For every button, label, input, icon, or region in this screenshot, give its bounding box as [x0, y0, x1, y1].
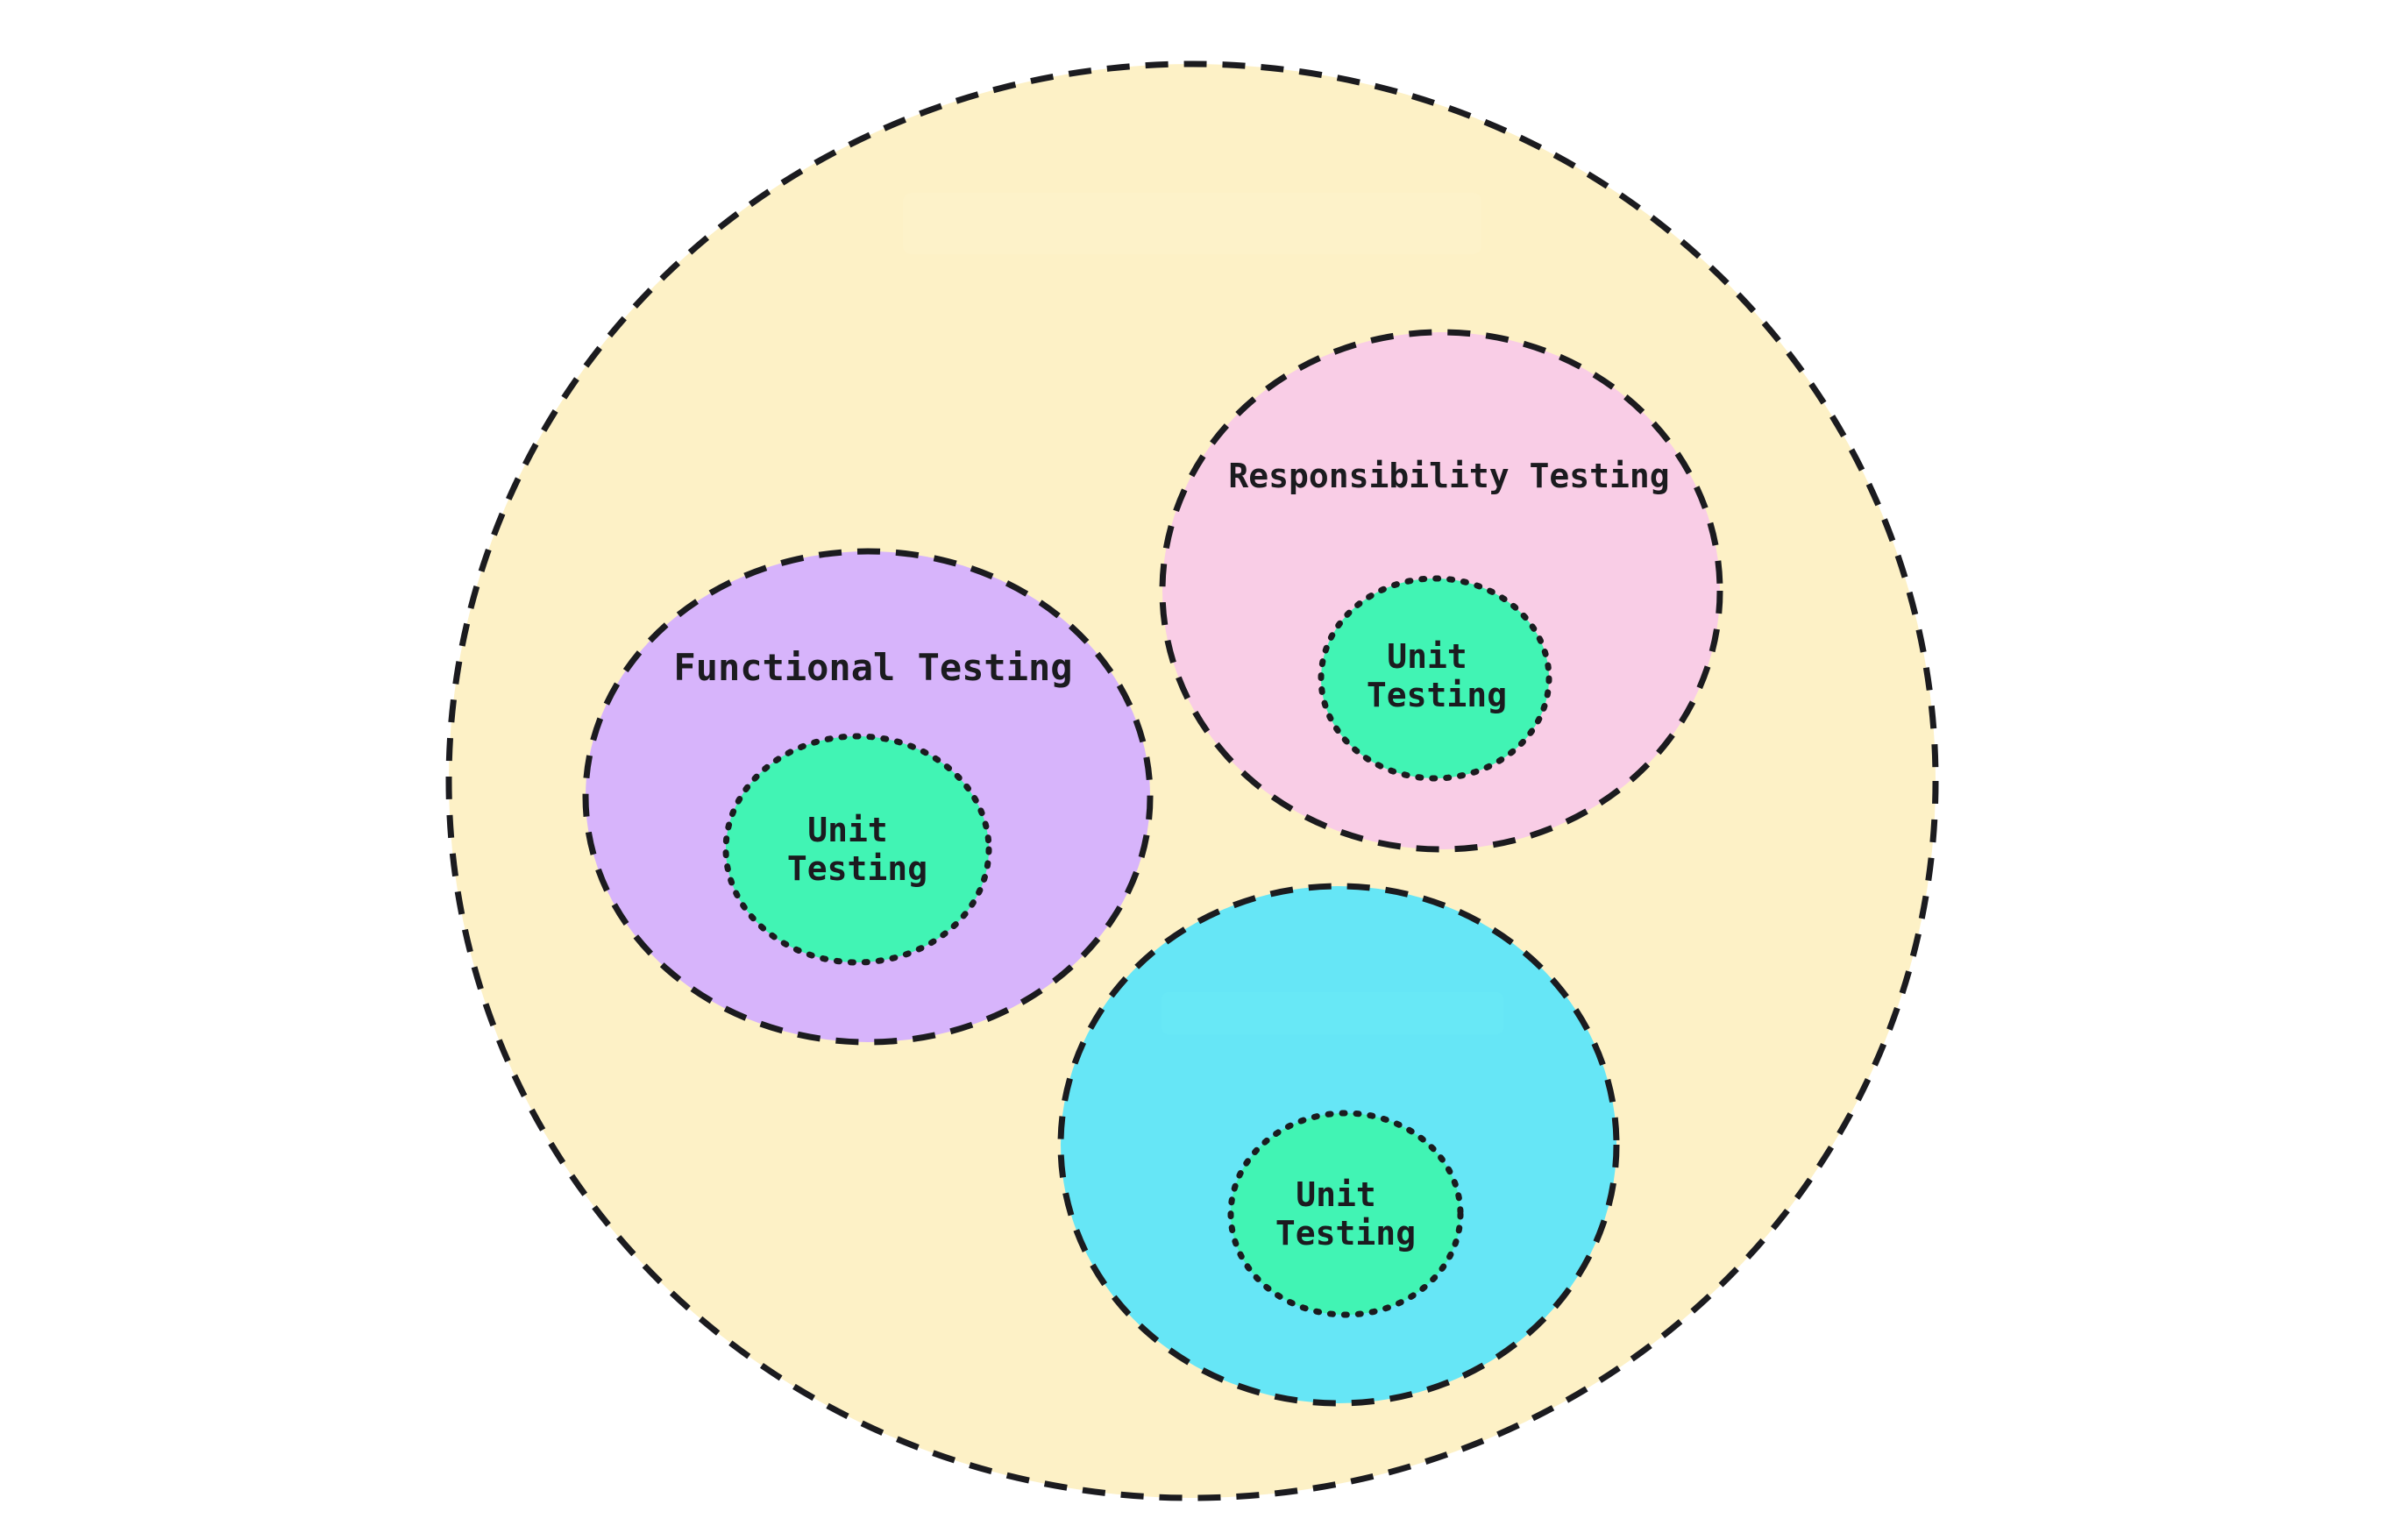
third-group: Unit Testing: [1057, 883, 1620, 1407]
responsibility-group: Responsibility Testing Unit Testing: [1159, 329, 1723, 853]
responsibility-unit-label-line2: Testing: [1367, 676, 1507, 714]
functional-label: Functional Testing: [673, 646, 1072, 689]
third-unit-ellipse: [1227, 1110, 1464, 1318]
responsibility-label: Responsibility Testing: [1228, 457, 1669, 495]
functional-group: Functional Testing Unit Testing: [582, 548, 1154, 1046]
functional-unit-label-line2: Testing: [787, 849, 927, 888]
outer-label-placeholder: [903, 193, 1481, 254]
third-unit-label-line1: Unit: [1296, 1175, 1376, 1214]
responsibility-unit-ellipse: [1318, 575, 1552, 782]
functional-unit-label-line1: Unit: [807, 811, 888, 849]
functional-unit-ellipse: [722, 733, 992, 966]
responsibility-unit-label-line1: Unit: [1387, 637, 1467, 676]
third-unit-label-line2: Testing: [1275, 1214, 1416, 1253]
third-label-placeholder: [1162, 992, 1503, 1034]
